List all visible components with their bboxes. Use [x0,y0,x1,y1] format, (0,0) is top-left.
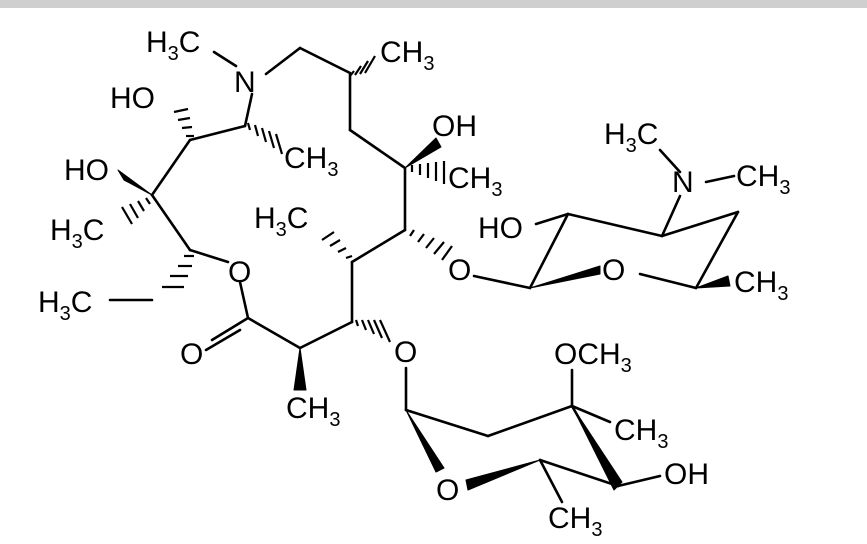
label-o-link-lower: O [394,336,417,369]
bond-ch-ch-methyl [350,228,407,264]
bond-o-ch-ethyl [188,248,230,264]
label-h3c-left: H3C [50,214,104,253]
hash-ethyl [162,254,194,289]
bond-ch-methyl-carbonyl [246,316,302,350]
lower-sugar [404,368,662,504]
bond-us-c1-c2 [528,212,570,290]
label-o-sugar-ring-upper: O [602,254,625,287]
hash-h3c-inner [321,231,353,260]
bond-ls-c1-c2 [404,408,490,438]
bond-ls-c4-oh [616,474,662,488]
hash-ch3-right [410,161,446,184]
bond-ch-n [243,92,254,128]
bond-o-sugar-upper [472,274,532,290]
bond-us-c3-n [660,194,682,238]
hash-ch3-top [349,55,376,77]
bond-ls-c2-c3 [486,404,574,438]
label-ho-left: HO [64,154,109,187]
label-o-carbonyl: O [180,338,203,371]
label-n-dimethylamino: N [672,166,694,199]
hash-ho-upper [173,107,194,138]
label-och3: OCH3 [554,338,632,377]
bond-us-n-ch3-left [658,148,682,174]
wedge-ls-c1-o [405,409,445,473]
top-strip [0,0,867,8]
stereo-bonds [117,55,453,391]
bond-ls-c3-ch3 [570,404,612,424]
bond-ls-c4-c5 [538,458,620,488]
bond-ch2-c-oh [348,128,407,170]
bond-ch2-ch [298,46,352,75]
label-oh-right: OH [432,110,477,143]
label-h3c-dimethylamino: H3C [604,118,658,157]
label-ho-sugar: HO [478,212,523,245]
hash-ch3-n-adjacent [246,122,284,155]
hash-h3c-left [121,197,151,225]
bond-us-c3-c4 [660,210,740,238]
label-ch3-bottom: CH3 [286,392,340,431]
label-ch3-right: CH3 [448,162,502,201]
bond-n-methyl [212,50,238,68]
bond-ch-o-ch-methyl [298,320,354,350]
bond-ch-oh-ch [188,124,247,142]
bond-n-ch2 [264,46,302,76]
wedge-oh-right [404,137,442,169]
label-h3c-ethyl: H3C [38,286,92,325]
atom-labels: H3C N CH3 HO HO CH3 OH CH3 H3C H3C O H3C… [38,26,790,541]
label-h3c-n-methyl: H3C [146,26,200,65]
label-ho-upper: HO [110,82,155,115]
label-o-ring-ester: O [228,256,251,289]
bond-us-c2-oh [534,212,570,226]
label-ch3-dimethylamino: CH3 [736,160,790,199]
bond-us-c2-c3 [566,212,664,238]
wedge-us-c1-o [529,265,601,289]
bond-us-c5-o [638,272,698,290]
bond-co-double-2 [204,328,242,352]
upper-sugar [528,148,740,290]
label-ch3-sugar-lower-right: CH3 [614,414,668,453]
wedge-ho-left [117,169,153,196]
bond-us-n-ch3-right [704,174,736,184]
bond-co-double-1 [210,316,250,342]
bond-carbonyl-o [238,280,250,320]
macrocycle-bonds [108,46,532,412]
bond-c-ch-oh [150,138,192,197]
label-ch3-sugar-lower-bottom: CH3 [548,502,602,541]
label-o-link-upper: O [448,254,471,287]
bond-ch-ethyl-c [150,193,192,252]
label-o-sugar-ring-lower: O [436,474,459,507]
label-oh-sugar-lower: OH [664,458,709,491]
wedge-ch3-bottom [293,347,307,391]
bond-us-c4-c5 [694,210,740,290]
hash-o-lower-link [354,319,392,343]
bond-ls-c5-ch3 [538,458,564,504]
hash-o-upper-link [409,229,453,261]
wedge-ls-c5-o [465,459,541,491]
label-ch3-n-adjacent: CH3 [284,142,338,181]
wedge-us-c5-ch3 [695,275,731,289]
label-h3c-inner: H3C [254,202,308,241]
label-n-ring: N [234,66,256,99]
label-ch3-sugar-upper: CH3 [734,266,788,305]
label-ch3-top: CH3 [380,36,434,75]
